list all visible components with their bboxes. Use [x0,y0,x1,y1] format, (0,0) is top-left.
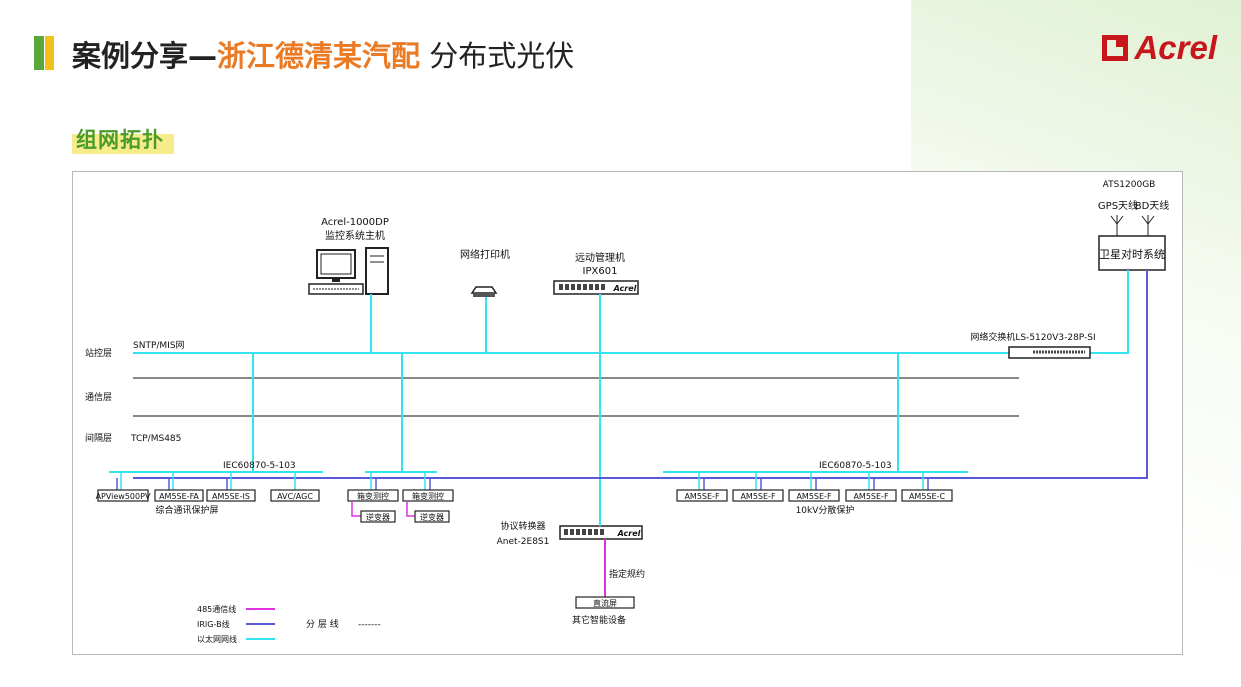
layer-comm-label: 通信层 [85,391,112,403]
bd-antenna: BD天线 [1135,199,1170,212]
topology-frame: Acrel-1000DP 监控系统主机 网络打印机 远动管理机 IPX601 A… [72,171,1183,655]
device-r2 [732,489,784,502]
device-inv2 [414,510,450,523]
printer-label: 网络打印机 [460,248,510,261]
legend-dash: ------- [358,620,381,630]
legend-layer-label: 分 层 线 [306,618,339,630]
layer-bay-label: 间隔层 [85,432,112,444]
svg-text:AM5SE-F: AM5SE-F [796,492,831,501]
device-r3 [788,489,840,502]
ats-model: ATS1200GB [1103,180,1156,190]
converter-model: Anet-2E8S1 [497,537,550,547]
device-meas1 [347,489,399,502]
svg-text:AM5SE-FA: AM5SE-FA [159,492,199,501]
gps-antenna: GPS天线 [1098,199,1138,212]
antenna-icons [1110,215,1155,236]
remote-name: 远动管理机 [575,251,625,264]
legend-irig-label: IRIG-B线 [197,619,230,629]
device-am5se-fa [154,489,204,502]
protocol-right: IEC60870-5-103 [819,461,892,471]
remote-model: IPX601 [583,266,618,277]
monitor-host-icon [308,247,389,295]
svg-text:APView500PV: APView500PV [96,492,151,501]
section-heading: 组网拓扑 [72,124,174,154]
legend-485-label: 485通信线 [197,604,236,614]
protocol-left: IEC60870-5-103 [223,461,296,471]
page-title: 案例分享—浙江德清某汽配 分布式光伏 [72,39,575,73]
irig-bus [133,270,1148,479]
device-am5se-is [206,489,256,502]
group-left-label: 综合通讯保护屏 [155,504,218,516]
device-apview [97,489,149,502]
host-name: 监控系统主机 [325,229,385,242]
dc-panel-label: 直流屏 [593,598,617,608]
svg-text:AM5SE-F: AM5SE-F [853,492,888,501]
device-avc [270,489,320,502]
remote-brand: Acrel [613,284,637,293]
printer-icon [470,286,498,297]
acrel-logo: Acrel [1100,29,1217,66]
sat-sync-label: 卫星对时系统 [1099,247,1165,261]
svg-text:AM5SE-C: AM5SE-C [909,492,945,501]
acrel-logo-icon [1102,35,1129,61]
net-label: SNTP/MIS网 [133,340,185,351]
group-right-label: 10kV分散保护 [796,504,855,516]
topology-diagram: Acrel-1000DP 监控系统主机 网络打印机 远动管理机 IPX601 A… [85,180,1170,644]
sat-sync-box [1098,235,1166,271]
device-meas2 [402,489,454,502]
remote-device-icon [553,280,639,295]
svg-text:AM5SE-F: AM5SE-F [684,492,719,501]
bay-protocol: TCP/MS485 [130,434,181,444]
converter-device-icon [559,525,643,540]
legend-eth-label: 以太网网线 [197,634,237,644]
svg-text:AM5SE-IS: AM5SE-IS [212,492,250,501]
title-accent-bar [34,36,56,70]
svg-text:逆变器: 逆变器 [420,512,444,522]
svg-text:AVC/AGC: AVC/AGC [277,492,313,501]
svg-text:AM5SE-F: AM5SE-F [740,492,775,501]
layer-station-label: 站控层 [85,347,112,359]
logo-text: Acrel [1134,29,1217,66]
device-r5 [901,489,953,502]
switch-label: 网络交换机LS-5120V3-28P-SI [970,331,1095,343]
dc-panel-box [575,596,635,609]
svg-text:箱变测控: 箱变测控 [357,491,389,501]
protocol-label: 指定规约 [609,568,645,580]
host-model: Acrel-1000DP [321,217,389,228]
device-r4 [845,489,897,502]
svg-text:箱变测控: 箱变测控 [412,491,444,501]
sat-ethernet-link [1090,270,1129,354]
other-devices-label: 其它智能设备 [572,614,626,626]
device-inv1 [360,510,396,523]
device-r1 [676,489,728,502]
svg-text:逆变器: 逆变器 [366,512,390,522]
converter-brand: Acrel [617,529,641,538]
converter-name: 协议转换器 [500,520,545,532]
